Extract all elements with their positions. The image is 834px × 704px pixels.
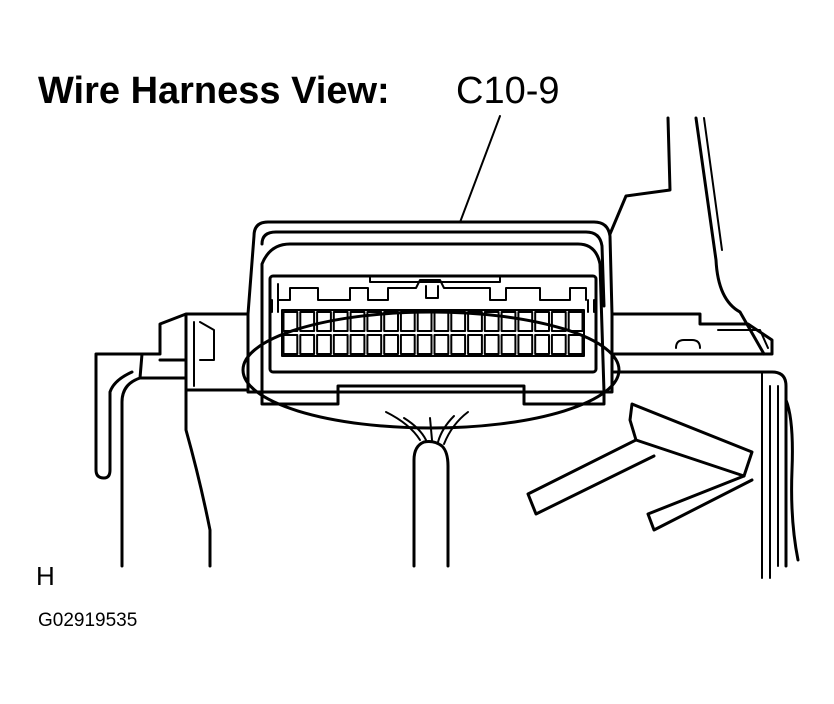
terminal-cell: [550, 311, 567, 332]
terminal-cell: [483, 334, 500, 355]
terminal-cell: [500, 334, 517, 355]
terminal-cell: [383, 334, 400, 355]
terminal-cell: [534, 334, 551, 355]
terminal-cell: [567, 311, 584, 332]
terminal-cell: [316, 334, 332, 355]
terminal-cell: [567, 334, 584, 355]
terminal-cell: [416, 334, 433, 355]
terminal-cell: [433, 334, 450, 355]
terminal-grid: [271, 299, 595, 357]
connector-code-label: C10-9: [456, 70, 560, 112]
connector-c10-9: [241, 220, 621, 430]
terminal-cell: [399, 334, 416, 355]
terminal-cell: [299, 334, 316, 355]
terminal-cell: [366, 334, 383, 355]
terminal-cell: [332, 334, 349, 355]
terminal-cell: [366, 311, 383, 332]
wire-bundle: [385, 411, 469, 568]
terminal-end-tab: [587, 299, 595, 313]
terminal-cell: [282, 334, 299, 355]
figure-code: G02919535: [38, 610, 138, 631]
terminal-cell: [349, 334, 366, 355]
terminal-cell: [349, 311, 366, 332]
terminal-cell: [500, 311, 517, 332]
terminal-cell: [517, 334, 534, 355]
terminal-grid-outline: [281, 309, 585, 357]
terminal-cell: [299, 311, 316, 332]
terminal-cell: [467, 334, 483, 355]
terminal-cell: [450, 334, 467, 355]
diagram-title: Wire Harness View:: [38, 70, 390, 112]
terminal-cell: [483, 311, 500, 332]
terminal-cell: [550, 334, 567, 355]
view-letter: H: [36, 561, 55, 591]
ecu-housing: [94, 116, 800, 579]
terminal-end-tab: [271, 299, 279, 313]
